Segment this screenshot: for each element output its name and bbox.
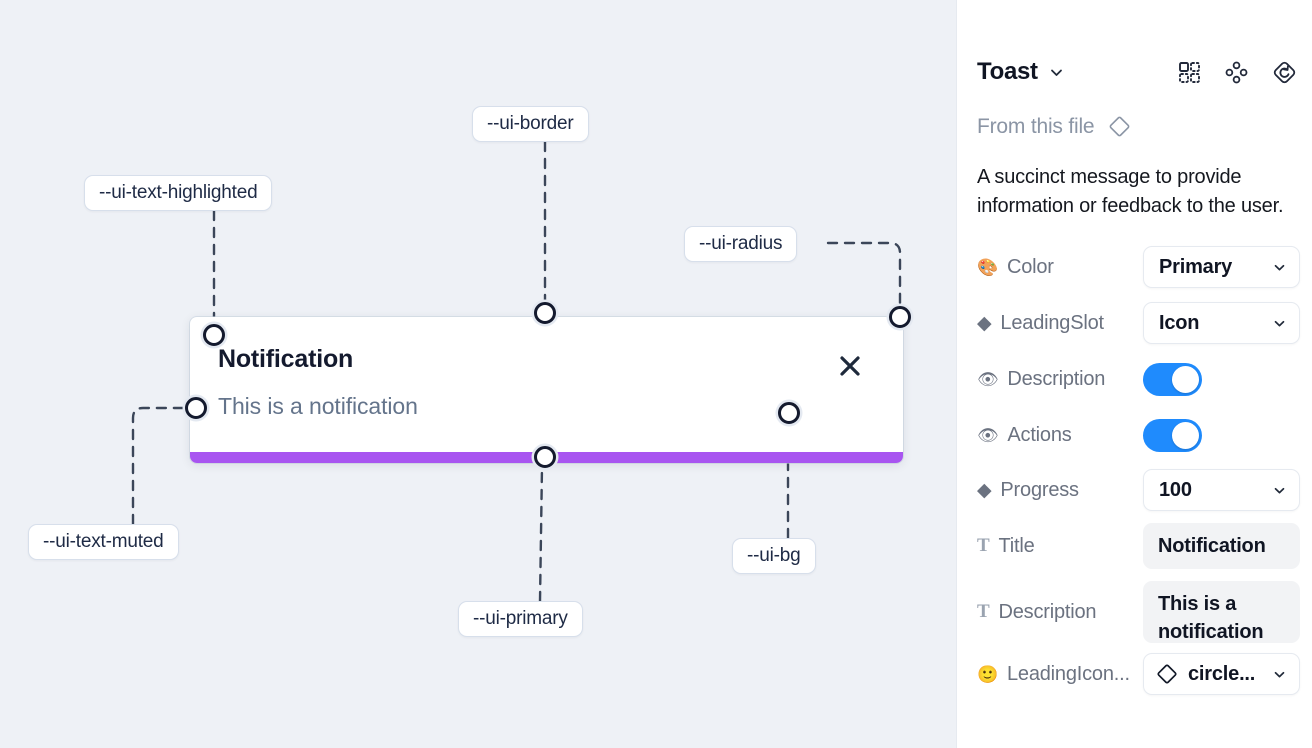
toggle-knob — [1172, 365, 1199, 393]
description-input[interactable]: This is a notification — [1143, 581, 1300, 643]
property-label-description-text: T Description — [977, 600, 1097, 623]
component-grid-icon[interactable] — [1177, 60, 1202, 85]
property-control-progress: 100 — [1143, 469, 1300, 511]
property-label-color: 🎨 Color — [977, 255, 1054, 278]
property-control-title: Notification — [1143, 523, 1300, 569]
property-row-leadingslot: ◆ LeadingSlot Icon — [957, 302, 1312, 344]
diamond-outline-icon — [1154, 661, 1180, 687]
property-row-description-toggle: 👁 Description — [957, 358, 1312, 400]
handle-ui-text-highlighted[interactable] — [203, 324, 225, 346]
toast-title: Notification — [218, 345, 354, 373]
property-control-color: Primary — [1143, 246, 1300, 288]
handle-ui-border[interactable] — [534, 302, 556, 324]
design-canvas[interactable]: Notification This is a notification --ui… — [0, 0, 956, 748]
from-this-file-label: From this file — [977, 114, 1095, 138]
property-row-leadingicon: 🙂 LeadingIcon... circle... — [957, 653, 1312, 695]
eye-emoji: 👁 — [977, 425, 999, 445]
diamond-filled-icon: ◆ — [977, 312, 992, 334]
eye-emoji: 👁 — [977, 369, 999, 389]
leadingslot-select[interactable]: Icon — [1143, 302, 1300, 344]
property-control-description-toggle — [1143, 362, 1202, 396]
palette-emoji: 🎨 — [977, 257, 998, 277]
property-control-leadingicon: circle... — [1143, 653, 1300, 695]
property-row-title: T Title Notification — [957, 523, 1312, 569]
panel-header-icon-group — [1177, 48, 1298, 96]
color-select[interactable]: Primary — [1143, 246, 1300, 288]
text-t-icon: T — [977, 535, 990, 556]
handle-ui-primary[interactable] — [534, 446, 556, 468]
property-label-progress: ◆ Progress — [977, 478, 1079, 501]
property-row-actions-toggle: 👁 Actions — [957, 414, 1312, 456]
properties-panel: Toast — [956, 0, 1312, 748]
reset-diamond-icon[interactable] — [1271, 59, 1298, 86]
property-control-leadingslot: Icon — [1143, 302, 1300, 344]
component-description: A succinct message to provide informatio… — [977, 166, 1284, 217]
chevron-down-icon — [1272, 483, 1287, 498]
toast-preview-card[interactable]: Notification This is a notification — [190, 317, 903, 463]
property-control-actions-toggle — [1143, 418, 1202, 452]
annotation-pill-ui-text-muted[interactable]: --ui-text-muted — [28, 524, 179, 560]
four-dot-diamond-icon[interactable] — [1224, 60, 1249, 85]
annotation-pill-ui-radius[interactable]: --ui-radius — [684, 226, 798, 262]
smiley-emoji: 🙂 — [977, 664, 998, 684]
diamond-outline-icon — [1106, 113, 1133, 140]
annotation-connectors — [131, 140, 902, 603]
description-toggle[interactable] — [1143, 362, 1202, 396]
progress-select[interactable]: 100 — [1143, 469, 1300, 511]
property-label-description-toggle: 👁 Description — [977, 367, 1106, 390]
from-this-file-row[interactable]: From this file — [977, 113, 1133, 140]
property-row-progress: ◆ Progress 100 — [957, 469, 1312, 511]
chevron-down-icon — [1272, 667, 1287, 682]
toggle-knob — [1172, 421, 1199, 449]
page-title: Toast — [977, 58, 1038, 85]
property-control-description-text: This is a notification — [1143, 581, 1300, 643]
chevron-down-icon[interactable] — [1048, 64, 1065, 81]
handle-ui-text-muted[interactable] — [185, 397, 207, 419]
actions-toggle[interactable] — [1143, 418, 1202, 452]
property-row-description-text: T Description This is a notification — [957, 581, 1312, 643]
property-label-actions-toggle: 👁 Actions — [977, 423, 1072, 446]
chevron-down-icon — [1272, 260, 1287, 275]
close-x-icon[interactable] — [835, 351, 865, 381]
annotation-pill-ui-bg[interactable]: --ui-bg — [732, 538, 816, 574]
title-input[interactable]: Notification — [1143, 523, 1300, 569]
property-label-title: T Title — [977, 534, 1035, 557]
toast-description: This is a notification — [218, 393, 418, 419]
leadingicon-select[interactable]: circle... — [1143, 653, 1300, 695]
handle-ui-radius[interactable] — [889, 306, 911, 328]
handle-ui-bg[interactable] — [778, 402, 800, 424]
annotation-pill-ui-text-highlighted[interactable]: --ui-text-highlighted — [84, 175, 273, 211]
annotation-pill-ui-border[interactable]: --ui-border — [472, 106, 589, 142]
panel-header: Toast — [957, 48, 1312, 96]
property-label-leadingslot: ◆ LeadingSlot — [977, 311, 1104, 334]
text-t-icon: T — [977, 601, 990, 622]
property-label-leadingicon: 🙂 LeadingIcon... — [977, 662, 1130, 685]
diamond-filled-icon: ◆ — [977, 479, 992, 501]
annotation-pill-ui-primary[interactable]: --ui-primary — [458, 601, 583, 637]
chevron-down-icon — [1272, 316, 1287, 331]
property-row-color: 🎨 Color Primary — [957, 246, 1312, 288]
